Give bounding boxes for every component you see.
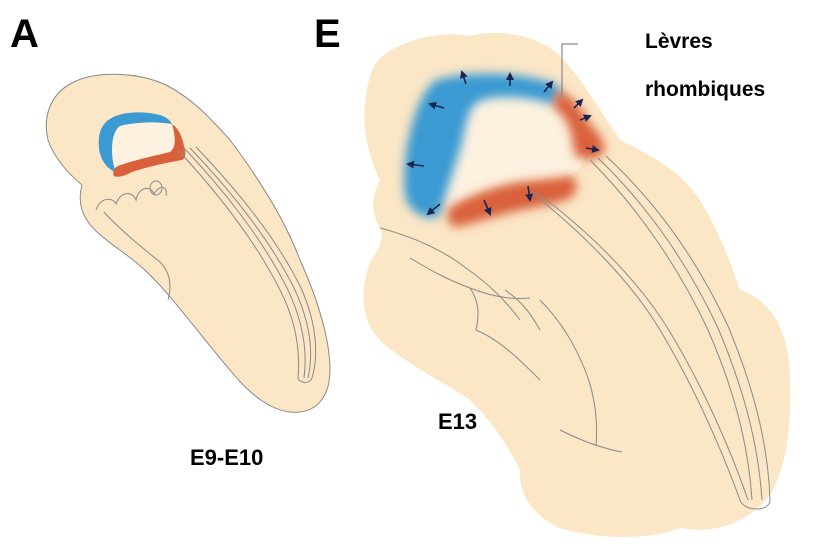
stage-label-a: E9-E10 <box>190 446 263 470</box>
stage-label-e: E13 <box>438 410 477 434</box>
label-rhombiques: rhombiques <box>645 76 765 103</box>
panel-letter-e: E <box>314 14 341 54</box>
panel-letter-a: A <box>10 14 39 54</box>
embryo-a <box>46 74 330 412</box>
embryo-a-body <box>46 74 330 412</box>
label-levres: Lèvres <box>645 28 713 55</box>
embryo-e <box>363 33 790 537</box>
